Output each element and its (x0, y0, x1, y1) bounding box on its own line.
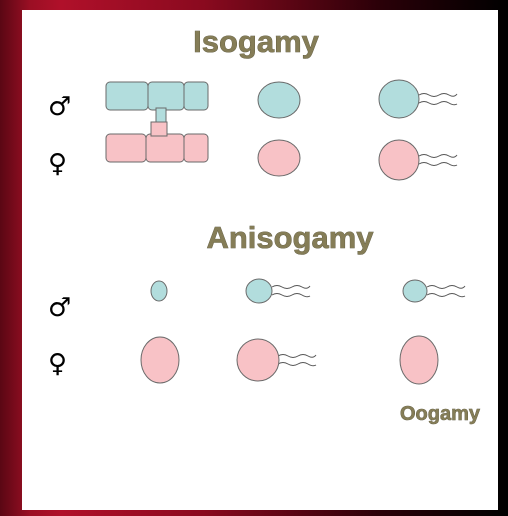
male-flagellated-oogamy-gamete (402, 279, 466, 303)
diagram-panel: Isogamy Anisogamy Oogamy ♂ ♀ ♂ ♀ (22, 10, 498, 510)
female-flagellated-isogamete (378, 139, 458, 181)
female-isogamete (257, 139, 301, 177)
female-symbol-isogamy: ♀ (48, 149, 67, 179)
egg-cell (399, 335, 439, 385)
male-symbol-isogamy: ♂ (48, 92, 71, 122)
male-flagellated-anisogamete (245, 278, 311, 304)
oogamy-label: Oogamy (400, 403, 481, 425)
isogamy-heading: Isogamy (193, 24, 320, 59)
male-flagellated-isogamete (378, 79, 458, 119)
conjugation-tube (150, 107, 168, 137)
female-symbol-anisogamy: ♀ (48, 349, 67, 379)
small-male-gamete (150, 280, 168, 302)
female-filament (105, 133, 209, 163)
large-female-gamete (140, 336, 180, 384)
male-symbol-anisogamy: ♂ (48, 293, 71, 323)
gamete-diagram: Isogamy Anisogamy Oogamy ♂ ♀ ♂ ♀ (48, 24, 481, 426)
female-flagellated-anisogamete (236, 338, 317, 382)
anisogamy-heading: Anisogamy (206, 220, 374, 255)
male-isogamete (257, 81, 301, 119)
male-filament (105, 81, 209, 111)
